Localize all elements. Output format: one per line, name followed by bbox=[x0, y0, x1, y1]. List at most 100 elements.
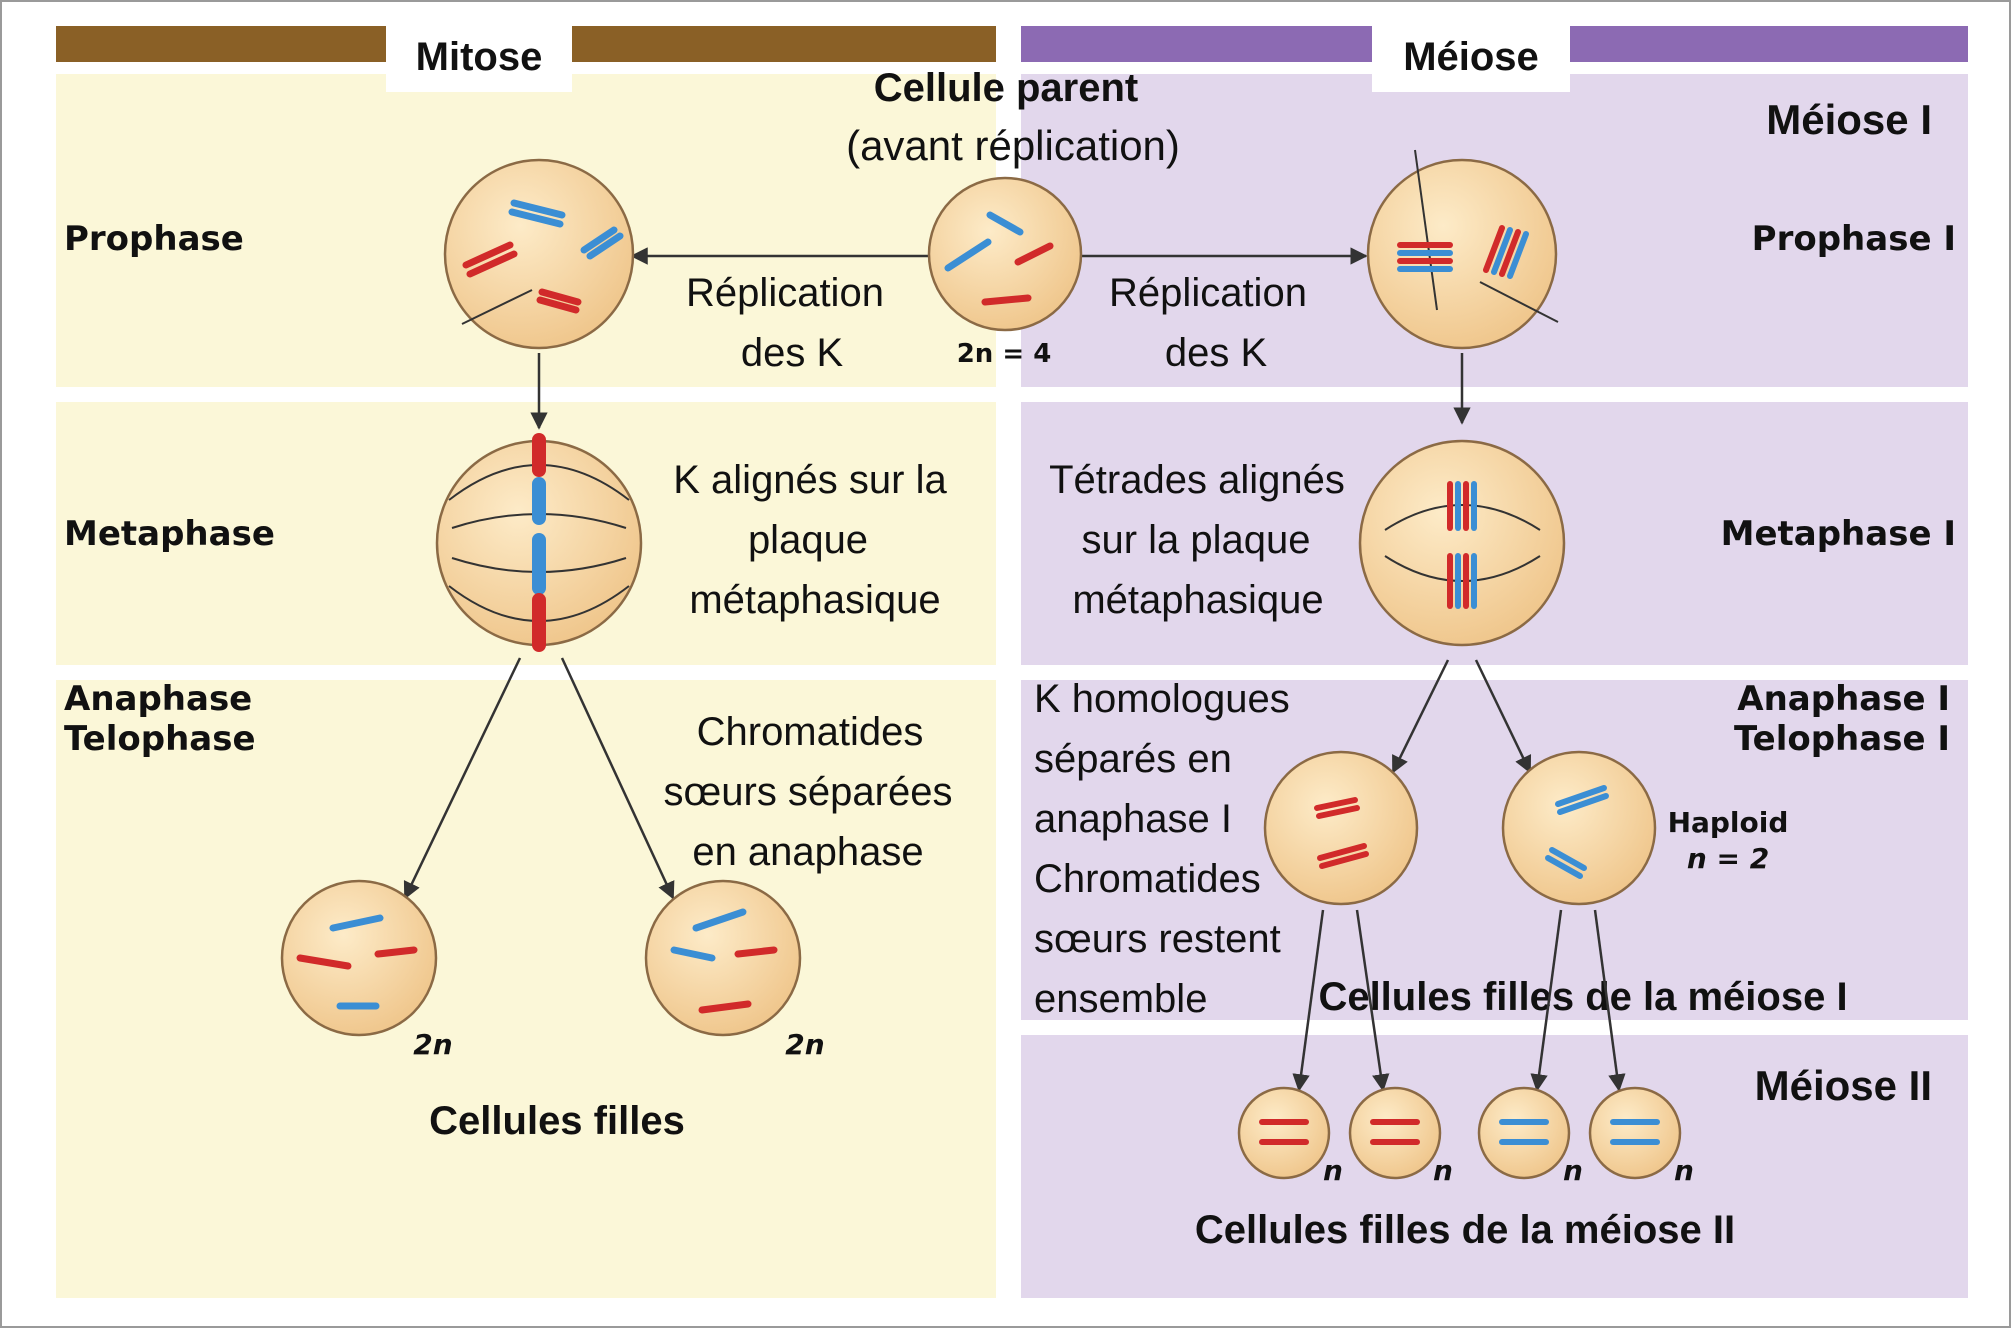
mitosis-metaphase-label: Metaphase bbox=[64, 514, 275, 554]
meiosis-metaphase-tetrad-2 bbox=[1447, 553, 1477, 609]
replication-right-line1: Réplication bbox=[1109, 271, 1307, 315]
arrow-meiosis1-b-to-m2-3 bbox=[1530, 909, 1563, 1092]
arrow-meiosis1-a-to-m2-2 bbox=[1355, 909, 1390, 1092]
replication-left-line2: des K bbox=[741, 331, 844, 375]
meiosis-prophase-label: Prophase I bbox=[1752, 219, 1956, 259]
meiosis-metaphase-note-1: Tétrades alignés bbox=[1049, 458, 1345, 502]
mitosis-band-anaphase bbox=[56, 680, 996, 1298]
meiosis-anaphase-note-4: Chromatides bbox=[1034, 857, 1261, 901]
mitosis-prophase-label: Prophase bbox=[64, 219, 244, 259]
mitosis-daughter2-chromosome-blue-1 bbox=[692, 908, 747, 932]
cell-meiosis1-daughter-1 bbox=[1263, 750, 1419, 906]
arrow-meiosis1-b-to-m2-4 bbox=[1593, 909, 1626, 1092]
meiosis-metaphase-note-3: métaphasique bbox=[1072, 578, 1323, 622]
meiosis-prophase-tetrad-2 bbox=[1483, 225, 1529, 279]
meiosis-anaphase-note-1: K homologues bbox=[1034, 677, 1290, 721]
spindle-meiosis-2 bbox=[1384, 555, 1541, 582]
meiosis-haploid-ploidy: n = 2 bbox=[1687, 842, 1769, 875]
cell-mitosis-prophase bbox=[443, 158, 635, 350]
meiosis-prophase-tetrad-1 bbox=[1397, 242, 1453, 272]
arrows-group bbox=[403, 247, 1626, 1092]
cell-meiosis1-daughter-2 bbox=[1501, 750, 1657, 906]
meiosis2-daughter4-chromosomes bbox=[1610, 1119, 1660, 1145]
meiosis2-daughters-label: Cellules filles de la méiose II bbox=[1195, 1208, 1735, 1252]
parent-chromosome-red-1 bbox=[1014, 242, 1054, 266]
meiosis2-daughter2-chromosomes bbox=[1370, 1119, 1420, 1145]
mitosis-metaphase-note-1: K alignés sur la bbox=[673, 458, 947, 502]
parent-cell-title: Cellule parent bbox=[874, 66, 1139, 110]
mitosis-daughter-ploidy-1: 2n bbox=[413, 1028, 452, 1061]
cell-meiosis2-daughter-4 bbox=[1588, 1086, 1682, 1180]
arrow-meiosis-metaphase-to-daughter2 bbox=[1474, 659, 1532, 774]
meiosis2-ploidy-2: n bbox=[1433, 1154, 1453, 1187]
meiosis-metaphase-label: Metaphase I bbox=[1721, 514, 1956, 554]
mitosis-anaphase-note-2: sœurs séparées bbox=[664, 770, 953, 814]
mitosis-prophase-chromosome-red-2 bbox=[536, 288, 582, 314]
mitosis-daughter1-chromosome-blue-1 bbox=[329, 914, 384, 932]
meiosis2-ploidy-1: n bbox=[1323, 1154, 1343, 1187]
cell-meiosis2-daughter-3 bbox=[1477, 1086, 1571, 1180]
mitosis-daughter1-chromosome-red-1 bbox=[296, 954, 352, 970]
meiosis-metaphase-tetrad-1 bbox=[1447, 481, 1477, 531]
mitosis-header-label: Mitose bbox=[416, 35, 543, 79]
meiosis2-ploidy-3: n bbox=[1563, 1154, 1583, 1187]
cells-group bbox=[280, 158, 1682, 1180]
cell-meiosis-prophase bbox=[1366, 158, 1558, 350]
parent-chromosome-blue-2 bbox=[944, 238, 992, 272]
mitosis-anaphase-label: Anaphase bbox=[64, 679, 252, 719]
mitosis-prophase-chromosome-red-1 bbox=[462, 241, 518, 278]
mitosis-daughter2-chromosome-red-1 bbox=[734, 946, 778, 958]
meiosis-header-label: Méiose bbox=[1403, 35, 1539, 79]
mitosis-telophase-label: Telophase bbox=[64, 719, 256, 759]
cell-meiosis2-daughter-2 bbox=[1348, 1086, 1442, 1180]
mitosis-daughter-ploidy-2: 2n bbox=[785, 1028, 824, 1061]
meiosis-stage1-label: Méiose I bbox=[1766, 96, 1932, 143]
mitosis-prophase-chromosome-blue-2 bbox=[580, 226, 624, 260]
meiosis2-daughter3-chromosomes bbox=[1499, 1119, 1549, 1145]
meiosis1-daughter1-chromosome-1 bbox=[1314, 797, 1360, 819]
arrow-mitosis-metaphase-to-daughter2 bbox=[560, 657, 675, 900]
cell-meiosis-metaphase bbox=[1358, 439, 1566, 647]
meiosis-telophase-label: Telophase I bbox=[1734, 719, 1950, 759]
meiosis-anaphase-note-2: séparés en bbox=[1034, 737, 1232, 781]
cell-mitosis-daughter-2 bbox=[644, 879, 802, 1037]
parent-ploidy-label: 2n = 4 bbox=[957, 339, 1052, 369]
chromosomes-group bbox=[296, 199, 1660, 1145]
meiosis-anaphase-note-3: anaphase I bbox=[1034, 797, 1232, 841]
cell-mitosis-daughter-1 bbox=[280, 879, 438, 1037]
parent-cell-subtitle: (avant réplication) bbox=[846, 122, 1180, 169]
meiosis1-daughters-label: Cellules filles de la méiose I bbox=[1318, 975, 1847, 1019]
nuclear-envelope-meiosis-2 bbox=[1479, 281, 1559, 323]
arrow-mitosis-metaphase-to-daughter1 bbox=[403, 657, 522, 900]
meiosis-stage2-label: Méiose II bbox=[1755, 1062, 1932, 1109]
cell-parent bbox=[927, 176, 1083, 332]
meiosis-anaphase-note-5: sœurs restent bbox=[1034, 917, 1281, 961]
mitosis-metaphase-note-3: métaphasique bbox=[689, 578, 940, 622]
parent-chromosome-red-2 bbox=[981, 294, 1032, 306]
meiosis-metaphase-note-2: sur la plaque bbox=[1081, 518, 1310, 562]
mitosis-daughter1-chromosome-red-2 bbox=[374, 946, 418, 958]
meiosis2-ploidy-4: n bbox=[1674, 1154, 1694, 1187]
nuclear-envelope-meiosis-1 bbox=[1414, 149, 1438, 311]
meiosis-header-gap bbox=[1372, 20, 1570, 92]
replication-right-line2: des K bbox=[1165, 331, 1268, 375]
meiosis1-daughter2-chromosome-2 bbox=[1545, 847, 1587, 879]
meiosis-band-anaphase bbox=[1021, 680, 1968, 1020]
mitosis-prophase-chromosome-blue-1 bbox=[508, 199, 566, 228]
meiosis-haploid-label: Haploid bbox=[1668, 806, 1789, 839]
parent-chromosome-blue-1 bbox=[986, 211, 1024, 236]
meiosis1-daughter2-chromosome-1 bbox=[1555, 785, 1609, 815]
mitosis-daughters-label: Cellules filles bbox=[429, 1099, 685, 1143]
nuclear-envelope-mitosis bbox=[461, 289, 533, 325]
arrow-meiosis1-a-to-m2-1 bbox=[1292, 909, 1325, 1092]
mitosis-daughter2-chromosome-red-2 bbox=[698, 1000, 752, 1014]
replication-left-line1: Réplication bbox=[686, 271, 884, 315]
spindle-meiosis-1 bbox=[1384, 504, 1541, 531]
mitosis-daughter2-chromosome-blue-2 bbox=[670, 946, 716, 962]
meiosis1-daughter1-chromosome-2 bbox=[1317, 843, 1369, 869]
arrow-meiosis-metaphase-to-daughter1 bbox=[1391, 659, 1450, 774]
meiosis-anaphase-note-6: ensemble bbox=[1034, 977, 1207, 1021]
